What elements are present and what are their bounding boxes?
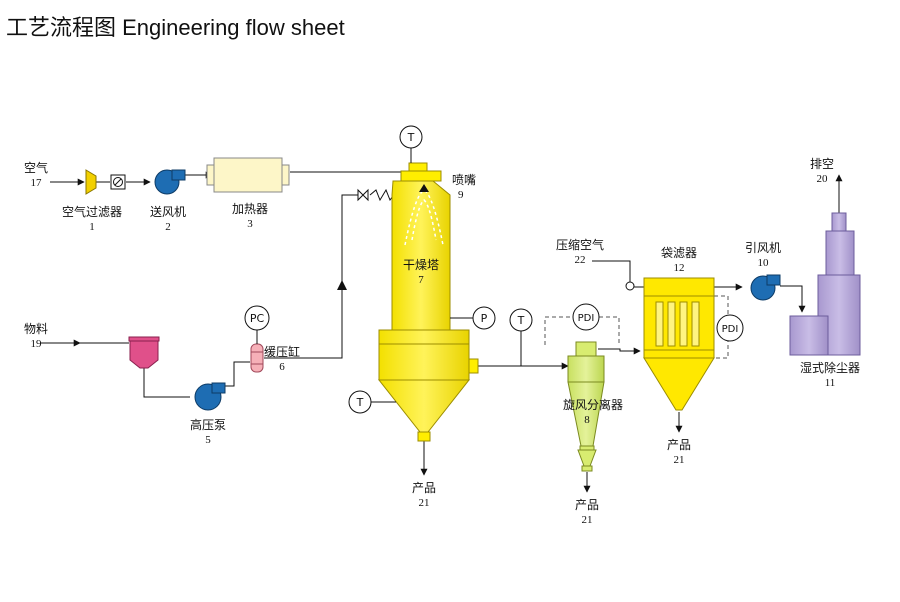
svg-text:引风机: 引风机 [745, 241, 781, 255]
pump-label: 高压泵 5 [190, 417, 226, 446]
cyclone-to-bag-line [598, 347, 641, 355]
svg-text:旋风分离器: 旋风分离器 [563, 397, 623, 412]
svg-text:干燥塔: 干燥塔 [403, 258, 439, 272]
svg-text:2: 2 [165, 221, 171, 233]
instrument-pc-buffer: PC [244, 305, 270, 331]
svg-text:空气: 空气 [24, 160, 48, 175]
nozzle-label: 喷嘴 9 [452, 173, 476, 201]
svg-text:8: 8 [584, 414, 590, 426]
product-bag-label: 产品 21 [667, 438, 691, 466]
product-cyclone-label: 产品 21 [575, 498, 599, 526]
drying-tower-icon [377, 162, 479, 442]
fan-to-scrubber-line [780, 285, 806, 313]
air-filter-label: 空气过滤器 1 [62, 204, 122, 233]
svg-text:高压泵: 高压泵 [190, 417, 226, 432]
compressed-air-label: 压缩空气 22 [556, 237, 604, 266]
exhaust-label: 排空 20 [810, 157, 834, 185]
svg-text:7: 7 [418, 274, 424, 286]
tower-label: 干燥塔 7 [403, 258, 439, 286]
cyclone-label: 旋风分离器 8 [563, 397, 623, 426]
svg-text:送风机: 送风机 [150, 204, 186, 219]
svg-text:12: 12 [674, 262, 685, 274]
feed-up-arrow [337, 280, 347, 290]
svg-text:11: 11 [825, 377, 836, 389]
svg-text:产品: 产品 [412, 481, 436, 495]
svg-text:17: 17 [31, 177, 43, 189]
svg-text:湿式除尘器: 湿式除尘器 [800, 360, 860, 375]
blower-label: 送风机 2 [150, 204, 186, 233]
svg-text:10: 10 [758, 257, 770, 269]
svg-text:22: 22 [575, 254, 586, 266]
blower-icon [154, 169, 186, 195]
svg-text:19: 19 [31, 338, 43, 350]
buffer-label: 缓压缸 6 [264, 344, 300, 373]
svg-text:排空: 排空 [810, 157, 834, 171]
feed-valve-icon [357, 188, 369, 202]
svg-text:9: 9 [458, 189, 464, 201]
pdi-cyclone-dash-right [599, 316, 620, 345]
svg-text:袋滤器: 袋滤器 [661, 246, 697, 260]
page-title: 工艺流程图 Engineering flow sheet [6, 15, 345, 40]
instrument-p-tower: P [450, 306, 496, 330]
svg-text:PC: PC [250, 312, 265, 325]
pdi-bag-dash-bottom [714, 338, 729, 359]
buffer-to-nozzle-line [264, 194, 358, 359]
stream-air-label: 空气 17 [24, 160, 48, 189]
svg-text:PDI: PDI [578, 313, 595, 324]
fan-label: 引风机 10 [745, 241, 781, 269]
heater-label: 加热器 3 [232, 202, 268, 230]
svg-text:PDI: PDI [722, 324, 739, 335]
compressed-air-line [592, 260, 631, 282]
svg-text:加热器: 加热器 [232, 202, 268, 216]
svg-text:空气过滤器: 空气过滤器 [62, 204, 122, 219]
scrubber-label: 湿式除尘器 11 [800, 360, 860, 389]
pdi-bag-dash-top [714, 295, 729, 318]
buffer-tank-icon [250, 330, 264, 373]
svg-text:产品: 产品 [575, 498, 599, 512]
pdi-cyclone-dash-left [544, 316, 573, 345]
svg-text:21: 21 [582, 514, 593, 526]
svg-text:1: 1 [89, 221, 95, 233]
hot-air-line [290, 171, 411, 178]
compressed-air-valve-icon [625, 281, 635, 291]
svg-text:缓压缸: 缓压缸 [264, 344, 300, 359]
svg-text:5: 5 [205, 434, 211, 446]
instrument-t-outlet: T [509, 308, 533, 332]
svg-text:3: 3 [247, 218, 253, 230]
stream-material-label: 物料 19 [24, 322, 48, 350]
instrument-t-nozzle: T [399, 125, 423, 163]
svg-text:T: T [407, 131, 415, 144]
product-tower-label: 产品 21 [412, 481, 436, 509]
svg-text:P: P [481, 312, 488, 325]
svg-text:物料: 物料 [24, 322, 48, 336]
pump-icon [194, 382, 226, 411]
bag-filter-icon [643, 277, 715, 411]
scrubber-icon [789, 212, 861, 356]
instrument-t-cone: T [348, 390, 396, 414]
instrument-pdi-cyclone: PDI [572, 303, 600, 331]
svg-text:产品: 产品 [667, 438, 691, 452]
svg-text:21: 21 [419, 497, 430, 509]
cyclone-icon [567, 341, 605, 472]
filter-element-icon [110, 174, 126, 190]
svg-text:喷嘴: 喷嘴 [452, 173, 476, 187]
air-filter-icon [85, 169, 97, 195]
bag-filter-label: 袋滤器 12 [661, 246, 697, 274]
svg-text:20: 20 [817, 173, 829, 185]
hopper-to-pump-line [143, 368, 190, 398]
instrument-pdi-bag: PDI [716, 314, 744, 342]
svg-text:21: 21 [674, 454, 685, 466]
pump-to-buffer-line [225, 361, 250, 387]
svg-text:T: T [356, 396, 364, 409]
svg-text:6: 6 [279, 361, 285, 373]
hopper-icon [128, 336, 160, 369]
fan-icon [750, 274, 781, 301]
svg-text:T: T [517, 314, 525, 327]
heater-icon [206, 157, 290, 193]
svg-text:压缩空气: 压缩空气 [556, 237, 604, 252]
